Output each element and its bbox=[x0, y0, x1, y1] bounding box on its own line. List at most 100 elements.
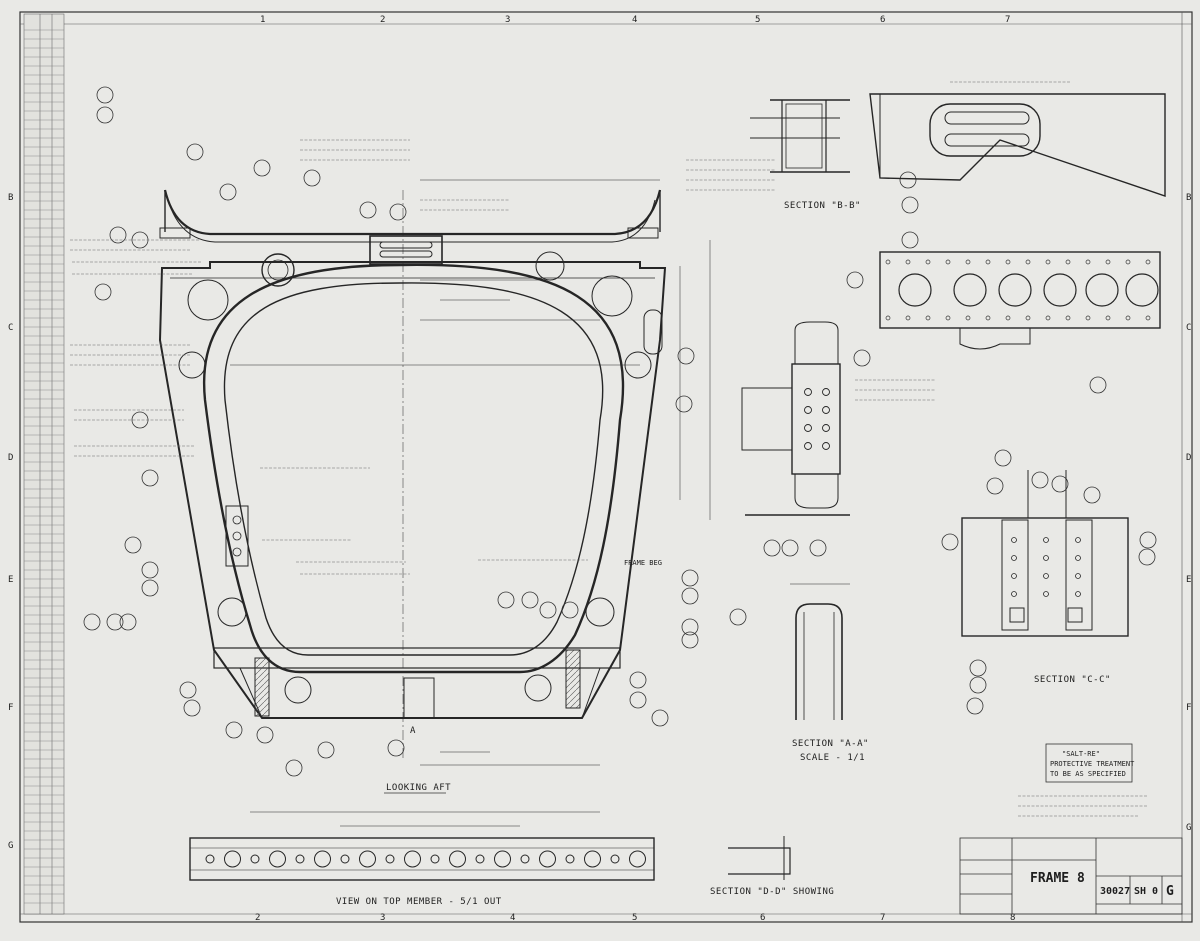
callout-balloon bbox=[651, 709, 669, 727]
svg-text:TO BE AS SPECIFIED: TO BE AS SPECIFIED bbox=[1050, 770, 1126, 778]
butt-strap-rivets bbox=[804, 388, 830, 450]
svg-text:2: 2 bbox=[255, 913, 261, 923]
top-member-hole bbox=[629, 850, 646, 868]
callout-balloon bbox=[1051, 475, 1069, 493]
callout-balloon bbox=[781, 539, 799, 557]
svg-text:1: 1 bbox=[260, 15, 266, 25]
web-strip-rivet bbox=[925, 259, 931, 265]
callout-balloon bbox=[1138, 548, 1156, 566]
top-member-hole bbox=[610, 854, 620, 864]
top-member-hole bbox=[250, 854, 260, 864]
callout-balloon bbox=[681, 618, 699, 636]
svg-text:3: 3 bbox=[505, 15, 511, 25]
section-cc-rivet bbox=[1075, 573, 1081, 579]
callout-balloon bbox=[186, 143, 204, 161]
butt-strap-rivet bbox=[804, 442, 812, 450]
sheet-number: SH 0 bbox=[1134, 886, 1158, 897]
butt-strap-rivet bbox=[804, 424, 812, 432]
web-strip-rivet bbox=[1025, 315, 1031, 321]
section-cc-rivet bbox=[1011, 537, 1017, 543]
web-strip-rivet bbox=[965, 315, 971, 321]
top-member-holes bbox=[205, 850, 646, 868]
callout-balloon bbox=[899, 171, 917, 189]
callout-balloon bbox=[681, 587, 699, 605]
section-aa-scale: SCALE - 1/1 bbox=[800, 753, 865, 763]
frame-note: FRAME BEG bbox=[624, 559, 662, 567]
section-cc-rivet bbox=[1075, 591, 1081, 597]
callout-balloon bbox=[141, 579, 159, 597]
top-member-view bbox=[189, 811, 655, 881]
top-member-hole bbox=[539, 850, 556, 868]
callout-balloon bbox=[1139, 531, 1157, 549]
revision-letter: G bbox=[1166, 884, 1174, 899]
callout-balloon bbox=[1089, 376, 1107, 394]
svg-text:B: B bbox=[8, 193, 14, 203]
section-cc-rivet bbox=[1075, 537, 1081, 543]
callout-balloon bbox=[303, 169, 321, 187]
callout-balloons bbox=[83, 86, 1157, 777]
callout-balloon bbox=[109, 226, 127, 244]
web-strip-rivet bbox=[985, 259, 991, 265]
web-strip-holes bbox=[885, 259, 1159, 321]
web-strip-rivet bbox=[1105, 315, 1111, 321]
butt-strap-rivet bbox=[804, 388, 812, 396]
drawing-number: 30027 bbox=[1100, 886, 1130, 897]
butt-strap-rivet bbox=[822, 442, 830, 450]
callout-balloon bbox=[141, 561, 159, 579]
fitting-plan-view bbox=[869, 93, 1166, 197]
section-cc-rivet bbox=[1011, 555, 1017, 561]
web-strip-rivet bbox=[1025, 259, 1031, 265]
callout-balloon bbox=[96, 106, 114, 124]
top-member-hole bbox=[269, 850, 286, 868]
top-member-hole bbox=[340, 854, 350, 864]
top-member-hole bbox=[449, 850, 466, 868]
web-strip-view bbox=[879, 251, 1161, 350]
top-member-caption: VIEW ON TOP MEMBER - 5/1 OUT bbox=[336, 897, 502, 907]
section-cc-view bbox=[961, 470, 1129, 637]
callout-balloon bbox=[986, 477, 1004, 495]
web-strip-hole bbox=[898, 273, 932, 307]
callout-balloon bbox=[106, 613, 124, 631]
drawing-title: FRAME 8 bbox=[1030, 871, 1085, 886]
sheet-border bbox=[19, 11, 1193, 923]
callout-balloon bbox=[521, 591, 539, 609]
callout-balloon bbox=[629, 671, 647, 689]
callout-balloon bbox=[809, 539, 827, 557]
top-member-hole bbox=[584, 850, 601, 868]
svg-text:5: 5 bbox=[755, 15, 761, 25]
callout-balloon bbox=[497, 591, 515, 609]
svg-text:C: C bbox=[1186, 323, 1192, 333]
section-cc-rivet bbox=[1043, 573, 1049, 579]
callout-balloon bbox=[387, 739, 405, 757]
section-cc-rivet bbox=[1043, 591, 1049, 597]
section-aa-view bbox=[790, 583, 850, 720]
web-strip-rivet bbox=[1085, 315, 1091, 321]
callout-balloon bbox=[681, 569, 699, 587]
callout-balloon bbox=[124, 536, 142, 554]
callout-balloon bbox=[83, 613, 101, 631]
web-strip-rivet bbox=[1145, 259, 1151, 265]
callout-balloon bbox=[969, 659, 987, 677]
svg-text:6: 6 bbox=[760, 913, 766, 923]
title-block bbox=[959, 837, 1183, 915]
protection-note-box: "SALT-RE" PROTECTIVE TREATMENT TO BE AS … bbox=[1045, 743, 1135, 783]
callout-balloon bbox=[969, 676, 987, 694]
callout-balloon bbox=[96, 86, 114, 104]
web-strip-rivet bbox=[1145, 315, 1151, 321]
svg-text:6: 6 bbox=[880, 15, 886, 25]
web-strip-hole bbox=[1085, 273, 1119, 307]
callout-balloon bbox=[225, 721, 243, 739]
section-cc-caption: SECTION "C-C" bbox=[1034, 675, 1111, 685]
web-strip-hole bbox=[1125, 273, 1159, 307]
web-strip-rivet bbox=[1065, 259, 1071, 265]
top-member-hole bbox=[565, 854, 575, 864]
callout-balloon bbox=[853, 349, 871, 367]
svg-text:7: 7 bbox=[880, 913, 886, 923]
top-member-hole bbox=[295, 854, 305, 864]
top-zone-markers: 1 2 3 4 5 6 7 bbox=[260, 15, 1010, 25]
section-cc-rivet bbox=[1043, 537, 1049, 543]
callout-balloon bbox=[941, 533, 959, 551]
svg-text:B: B bbox=[1186, 193, 1192, 203]
looking-aft-caption: LOOKING AFT bbox=[386, 783, 451, 793]
top-member-hole bbox=[475, 854, 485, 864]
